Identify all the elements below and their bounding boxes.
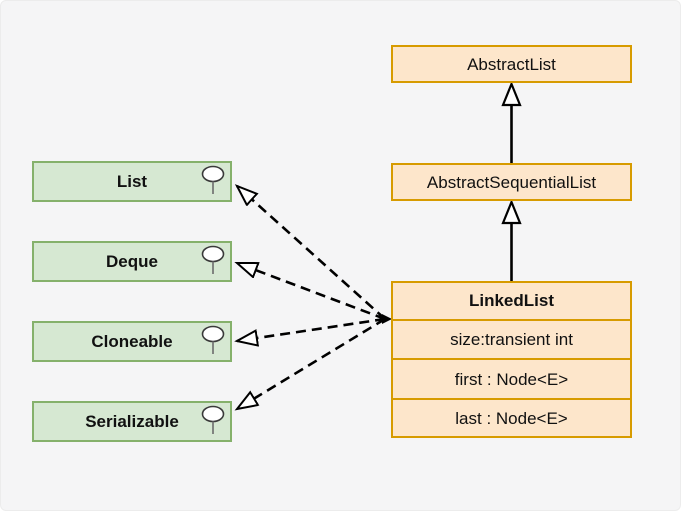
class-box-linkedlist: LinkedList size:transient int first : No… xyxy=(391,281,632,438)
realization-arrow-linkedlist-to-cloneable xyxy=(237,317,386,341)
class-title-abstractsequentiallist: AbstractSequentialList xyxy=(426,172,597,192)
class-attribute-last: last : Node<E> xyxy=(393,398,630,436)
interface-label-cloneable: Cloneable xyxy=(91,332,173,351)
interface-lollipop-icon xyxy=(201,325,225,354)
interface-box-cloneable: Cloneable xyxy=(32,321,232,362)
class-box-abstractlist: AbstractList xyxy=(391,45,632,83)
realization-arrow-linkedlist-to-deque xyxy=(237,261,386,321)
interface-lollipop-icon xyxy=(201,245,225,274)
interface-label-list: List xyxy=(116,172,148,191)
interface-label-serializable: Serializable xyxy=(85,412,179,431)
realization-arrow-linkedlist-to-serializable xyxy=(237,317,386,409)
class-title-abstractlist: AbstractList xyxy=(467,54,556,74)
interface-lollipop-icon xyxy=(201,405,225,434)
class-box-abstractsequentiallist: AbstractSequentialList xyxy=(391,163,632,201)
generalization-arrow-linkedlist-to-abstractsequentiallist xyxy=(501,199,522,283)
class-title-linkedlist: LinkedList xyxy=(468,291,554,311)
generalization-arrow-abstractsequentiallist-to-abstractlist xyxy=(501,81,522,165)
interface-lollipop-icon xyxy=(201,165,225,194)
interface-box-list: List xyxy=(32,161,232,202)
class-attribute-size: size:transient int xyxy=(393,318,630,358)
class-attribute-first: first : Node<E> xyxy=(393,358,630,398)
interface-label-deque: Deque xyxy=(106,252,158,271)
interface-box-deque: Deque xyxy=(32,241,232,282)
interface-box-serializable: Serializable xyxy=(32,401,232,442)
realization-arrow-linkedlist-to-list xyxy=(237,186,386,320)
